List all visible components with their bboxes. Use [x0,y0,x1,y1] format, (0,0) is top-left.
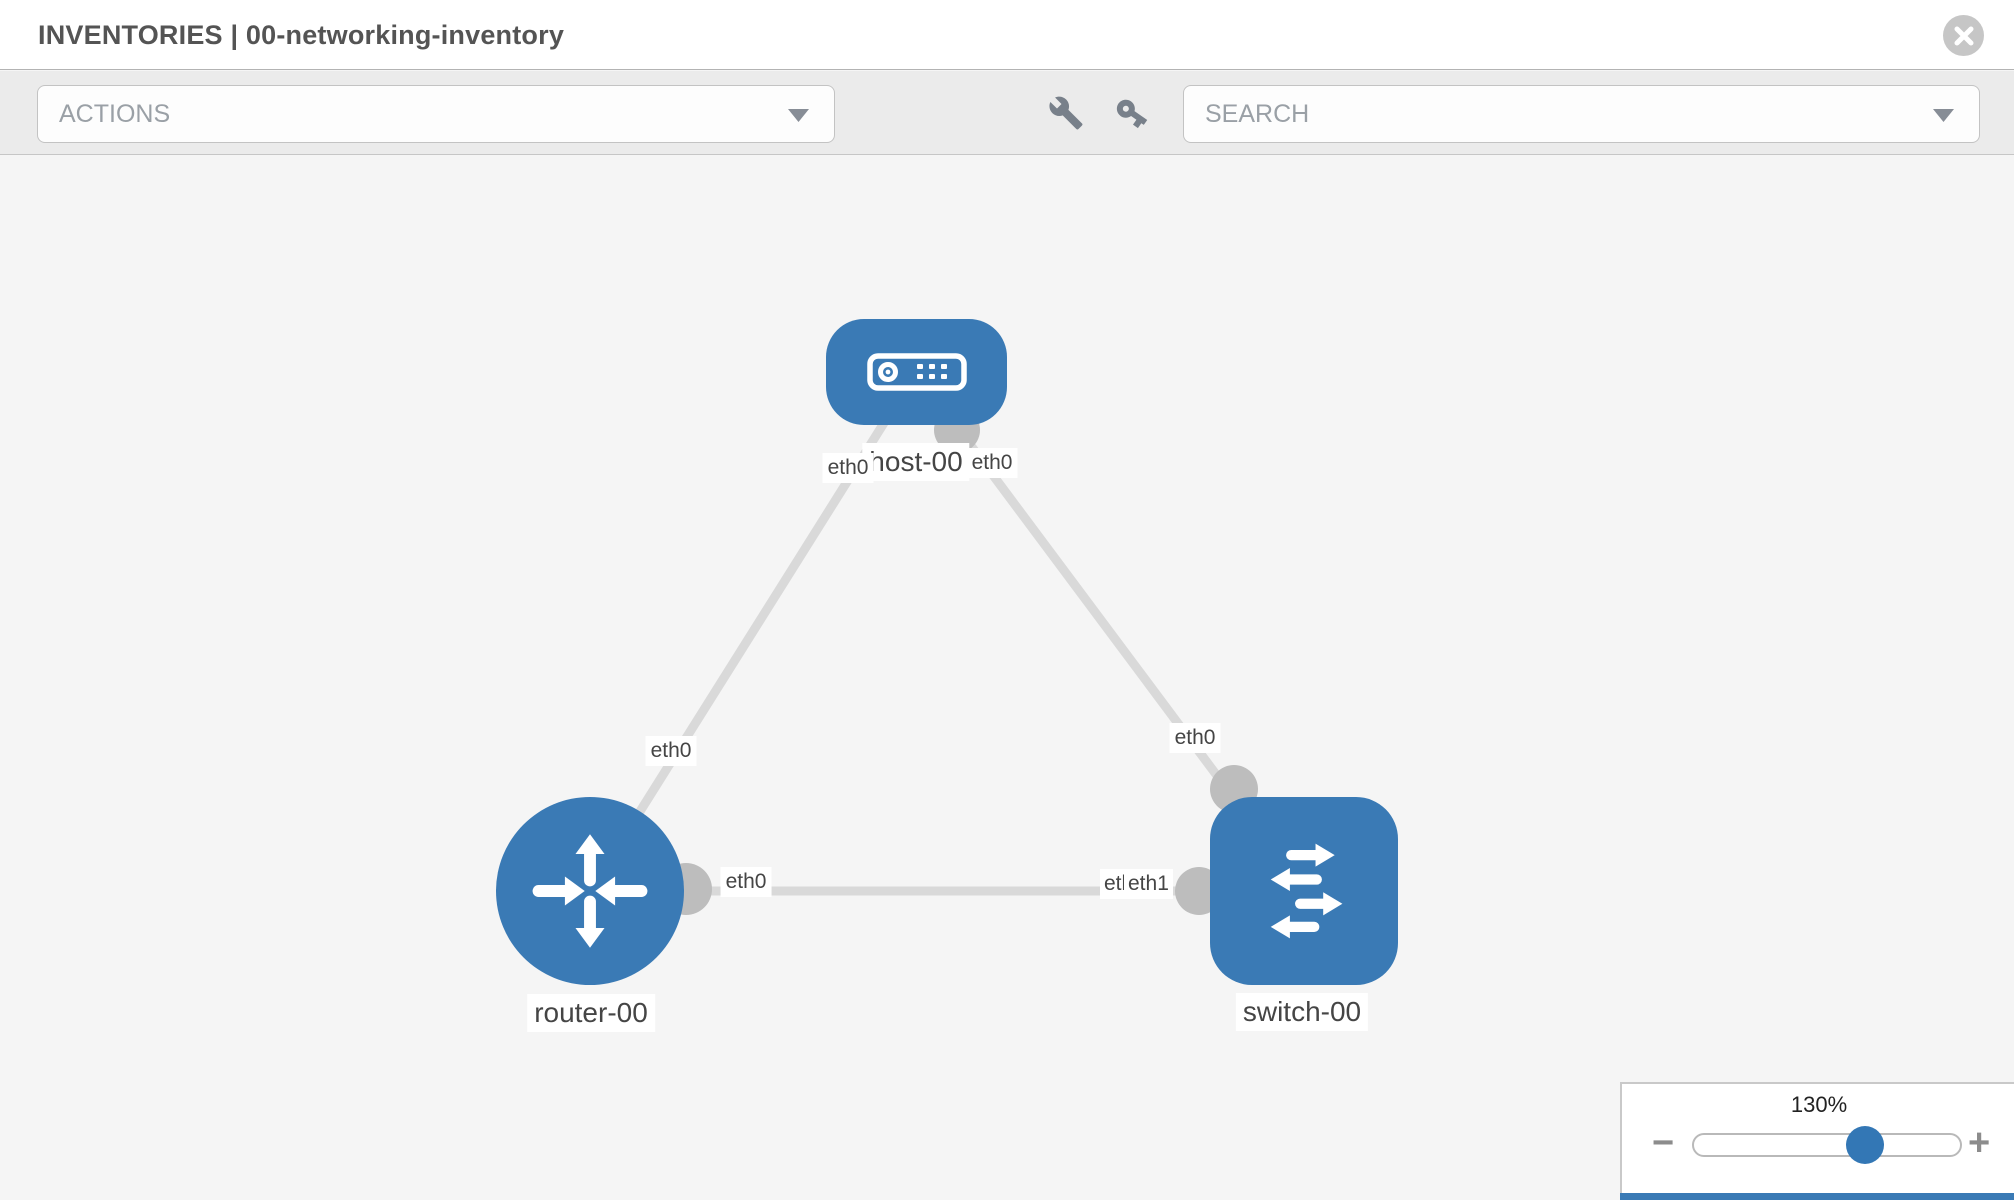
interface-label: eth0 [645,736,697,766]
chevron-down-icon [788,109,809,122]
search-dropdown-label: SEARCH [1205,100,1310,128]
zoom-control-panel: 130% − + [1620,1082,2014,1200]
actions-dropdown-label: ACTIONS [59,100,171,128]
zoom-in-button[interactable]: + [1968,1122,1991,1164]
chevron-down-icon [1933,109,1954,122]
toolbar: ACTIONS SEARCH [0,71,2014,155]
wrench-icon[interactable] [1048,95,1084,131]
node-label-switch: switch-00 [1235,993,1369,1031]
interface-label: eth0 [1169,723,1221,753]
key-icon[interactable] [1107,88,1157,138]
node-label-router: router-00 [527,994,655,1032]
interface-label: eth0 [822,453,874,483]
zoom-out-button[interactable]: − [1652,1122,1675,1164]
router-icon [532,834,648,948]
switch-icon [1270,843,1343,939]
interface-label: eth0 [720,867,772,897]
close-button[interactable] [1943,15,1984,56]
interface-label: eth0 [966,448,1018,478]
zoom-slider-thumb[interactable] [1846,1126,1884,1164]
zoom-slider-track[interactable] [1692,1133,1962,1157]
search-dropdown[interactable]: SEARCH [1183,85,1980,143]
close-icon [1954,26,1973,45]
zoom-level-value: 130% [1790,1092,1848,1117]
topology-canvas[interactable] [0,156,2014,1200]
actions-dropdown[interactable]: ACTIONS [37,85,835,143]
node-label-host: host-00 [862,443,970,481]
header: INVENTORIES | 00-networking-inventory [0,0,2014,70]
node-switch-00[interactable] [1210,797,1398,985]
bottom-accent-bar [1620,1193,2014,1200]
interface-label: eth1 [1124,869,1173,899]
page-title: INVENTORIES | 00-networking-inventory [38,20,565,50]
host-icon [866,353,967,391]
node-router-00[interactable] [496,797,684,985]
node-host-00[interactable] [826,319,1007,425]
